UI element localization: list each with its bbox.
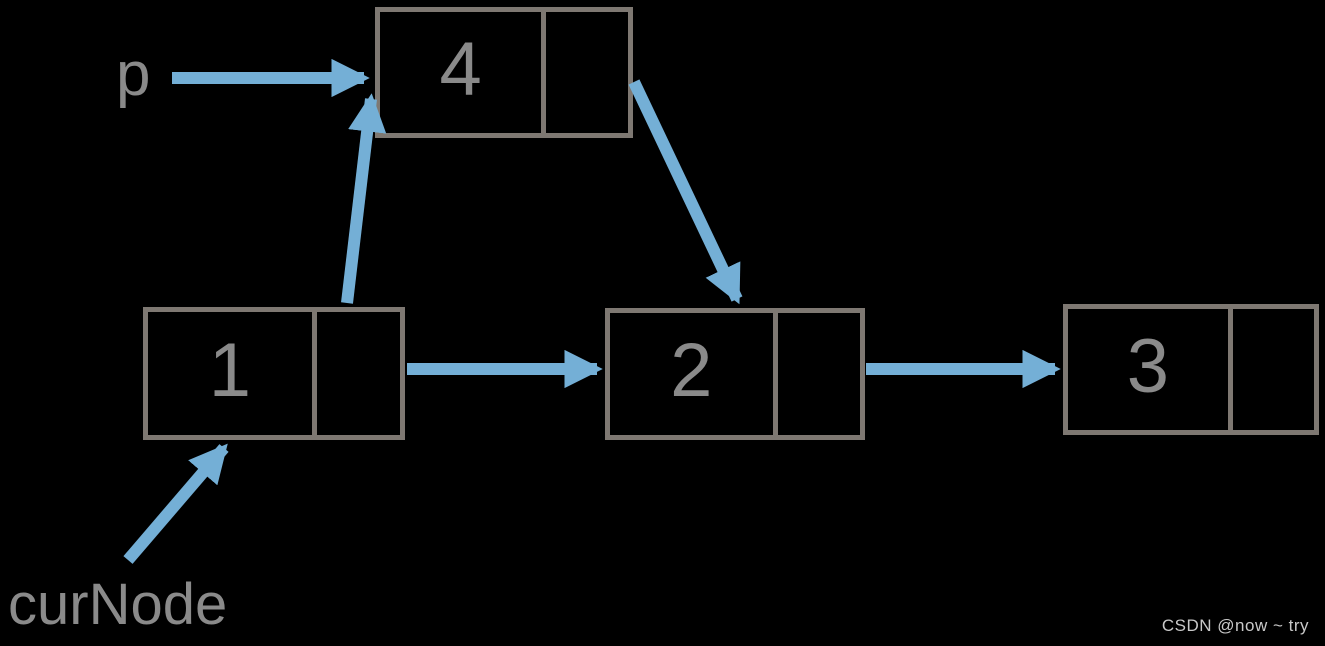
node-3-next-cell <box>1227 309 1314 430</box>
node1-next-to-node4-arrow <box>341 93 387 304</box>
pointer-curnode-label: curNode <box>8 572 228 637</box>
node-1-value-cell: 1 <box>208 327 252 413</box>
node-4-next-cell <box>541 12 628 133</box>
node-3: 3 <box>1063 304 1319 435</box>
node-4: 4 <box>375 7 633 138</box>
node-2-next-cell <box>772 313 861 435</box>
csdn-watermark: CSDN @now ~ try <box>1161 616 1309 635</box>
node-3-value-cell: 3 <box>1126 323 1170 409</box>
node-1-next-cell <box>311 312 400 435</box>
node-2: 2 <box>605 308 865 440</box>
pointer-p-label: p <box>116 40 151 109</box>
node-4-value-cell: 4 <box>439 26 482 112</box>
node4-next-to-node2-arrow <box>628 79 743 305</box>
node-2-value-cell: 2 <box>670 328 713 413</box>
curnode-arrow <box>123 443 229 564</box>
node-1: 1 <box>143 307 405 440</box>
